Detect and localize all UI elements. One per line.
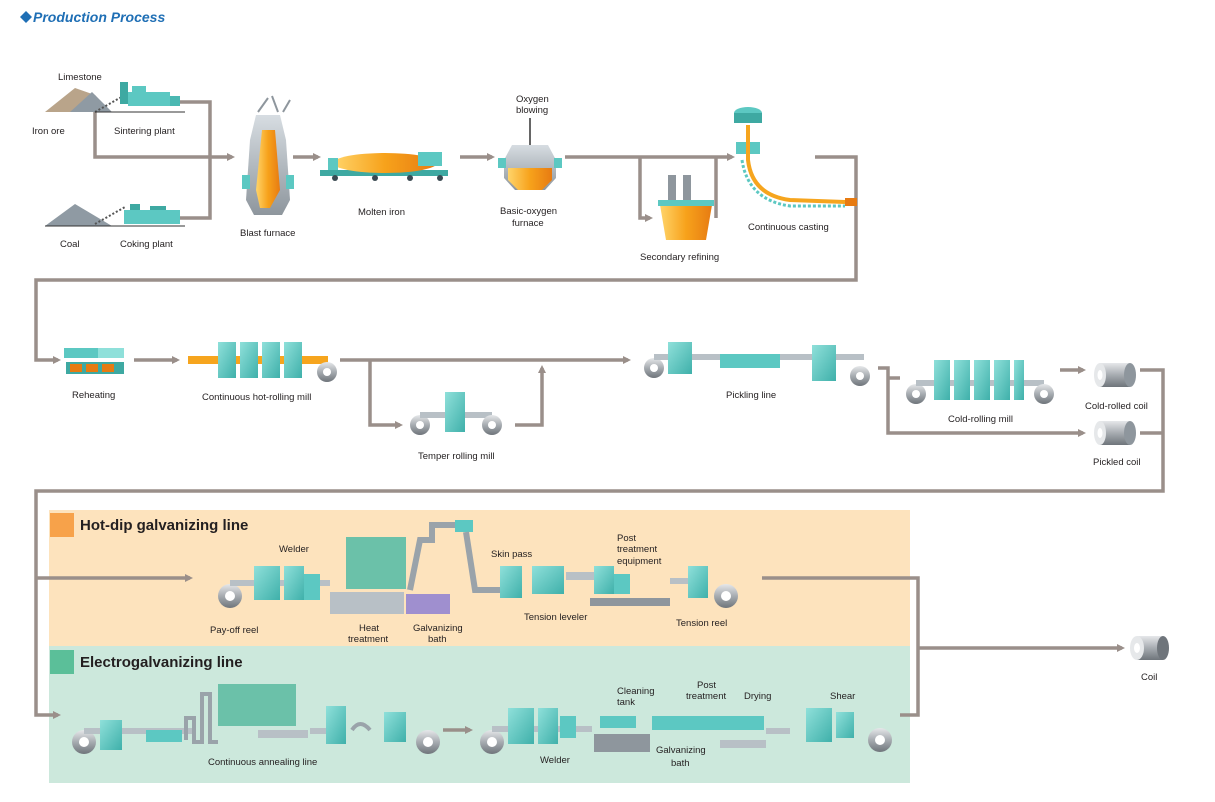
hd-pay-off-reel-label: Pay-off reel bbox=[210, 625, 258, 636]
sintering-plant-label: Sintering plant bbox=[114, 126, 175, 137]
reheating-label: Reheating bbox=[72, 390, 115, 401]
final-coil-icon bbox=[1130, 636, 1169, 660]
eg-cleaning-tank-label-2: tank bbox=[617, 697, 635, 708]
eg-cleaning-tank-label-1: Cleaning bbox=[617, 686, 655, 697]
hd-post-treatment-label-2: treatment bbox=[617, 544, 657, 555]
temper-rolling-mill bbox=[410, 392, 502, 435]
reheating-furnace bbox=[64, 348, 124, 374]
blast-furnace-label: Blast furnace bbox=[240, 228, 295, 239]
flow-lines bbox=[34, 100, 1165, 734]
iron-ore-label: Iron ore bbox=[32, 126, 65, 137]
eg-galvanizing-bath-label-2: bath bbox=[671, 758, 690, 769]
hd-heat-treatment-label-1: Heat bbox=[359, 623, 379, 634]
hd-welder-label: Welder bbox=[279, 544, 309, 555]
secondary-refining-label: Secondary refining bbox=[640, 252, 719, 263]
hd-post-treatment-label-3: equipment bbox=[617, 556, 662, 567]
pickled-coil-label: Pickled coil bbox=[1093, 457, 1141, 468]
coal-pile bbox=[45, 204, 112, 226]
limestone-iron-ore-piles bbox=[45, 88, 112, 112]
page-title: Production Process bbox=[33, 9, 165, 25]
hot-rolling-label: Continuous hot-rolling mill bbox=[202, 392, 311, 403]
molten-iron-car bbox=[320, 152, 448, 181]
hd-heat-treatment-label-2: treatment bbox=[348, 634, 388, 645]
hot-dip-swatch bbox=[50, 513, 74, 537]
pickling-line-label: Pickling line bbox=[726, 390, 776, 401]
hd-tension-reel-label: Tension reel bbox=[676, 618, 727, 629]
final-coil-label: Coil bbox=[1141, 672, 1157, 683]
hot-dip-line-equipment bbox=[218, 520, 738, 614]
coal-label: Coal bbox=[60, 239, 80, 250]
electro-swatch bbox=[50, 650, 74, 674]
oxygen-blowing-label-1: Oxygen bbox=[516, 94, 549, 105]
eg-welder-label: Welder bbox=[540, 755, 570, 766]
electro-line-equipment bbox=[72, 684, 892, 754]
eg-continuous-annealing-label: Continuous annealing line bbox=[208, 757, 317, 768]
secondary-refining bbox=[658, 175, 714, 240]
hd-post-treatment-label-1: Post bbox=[617, 533, 636, 544]
coking-plant bbox=[45, 204, 185, 227]
continuous-casting bbox=[734, 107, 857, 208]
eg-drying-label: Drying bbox=[744, 691, 771, 702]
bof-label-1: Basic-oxygen bbox=[500, 206, 557, 217]
eg-post-treatment-label-1: Post bbox=[697, 680, 716, 691]
continuous-casting-label: Continuous casting bbox=[748, 222, 829, 233]
cold-rolled-coil-icon bbox=[1094, 363, 1136, 387]
electro-heading: Electrogalvanizing line bbox=[80, 654, 243, 671]
basic-oxygen-furnace bbox=[498, 118, 562, 190]
oxygen-blowing-label-2: blowing bbox=[516, 105, 548, 116]
electro-band bbox=[49, 646, 910, 783]
hd-tension-leveler-label: Tension leveler bbox=[524, 612, 587, 623]
blast-furnace bbox=[242, 95, 294, 215]
limestone-label: Limestone bbox=[58, 72, 102, 83]
diamond-icon bbox=[20, 11, 32, 23]
coking-plant-label: Coking plant bbox=[120, 239, 173, 250]
cold-rolled-coil-label: Cold-rolled coil bbox=[1085, 401, 1148, 412]
eg-post-treatment-label-2: treatment bbox=[686, 691, 726, 702]
bof-label-2: furnace bbox=[512, 218, 544, 229]
eg-galvanizing-bath-label-1: Galvanizing bbox=[656, 745, 706, 756]
eg-shear-label: Shear bbox=[830, 691, 855, 702]
pickling-line bbox=[644, 342, 870, 386]
hot-dip-heading: Hot-dip galvanizing line bbox=[80, 517, 248, 534]
cold-rolling-mill bbox=[906, 360, 1054, 404]
sintering-plant bbox=[94, 82, 185, 113]
hd-galvanizing-bath-label-2: bath bbox=[428, 634, 447, 645]
molten-iron-label: Molten iron bbox=[358, 207, 405, 218]
hot-rolling-mill bbox=[188, 342, 337, 382]
cold-rolling-label: Cold-rolling mill bbox=[948, 414, 1013, 425]
temper-rolling-label: Temper rolling mill bbox=[418, 451, 495, 462]
hd-skin-pass-label: Skin pass bbox=[491, 549, 532, 560]
hd-galvanizing-bath-label-1: Galvanizing bbox=[413, 623, 463, 634]
pickled-coil-icon bbox=[1094, 421, 1136, 445]
page-title-group: Production Process bbox=[20, 9, 165, 25]
